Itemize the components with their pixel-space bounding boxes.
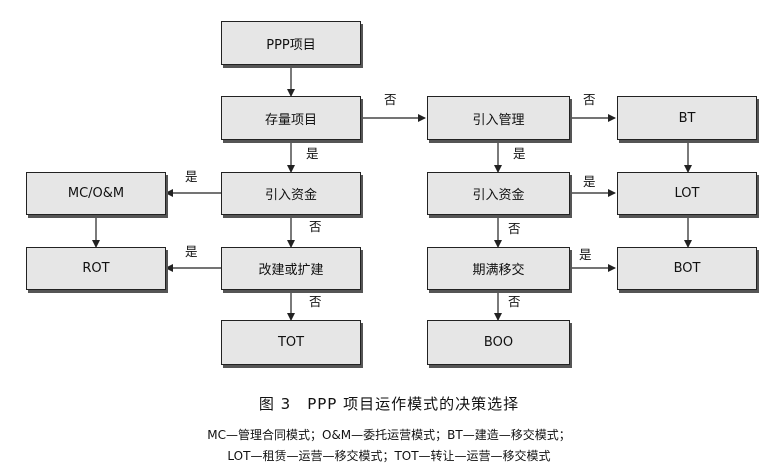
- label-mgmt-to-capital: 是: [513, 146, 526, 161]
- label-expiry-to-boo: 否: [508, 294, 521, 309]
- node-tot: TOT: [221, 320, 361, 365]
- node-mc-om: MC/O&M: [26, 172, 166, 215]
- label-capital-right-to-expiry: 否: [508, 221, 521, 236]
- figure-note-line-1: MC—管理合同模式；O&M—委托运营模式；BT—建造—移交模式；: [207, 428, 571, 442]
- node-expiry-transfer: 期满移交: [427, 247, 570, 290]
- node-boo: BOO: [427, 320, 570, 365]
- label-existing-to-capital: 是: [306, 146, 319, 161]
- node-introduce-capital-left: 引入资金: [221, 172, 361, 215]
- label-existing-to-mgmt: 否: [384, 92, 397, 107]
- label-capital-left-to-renovate: 否: [309, 219, 322, 234]
- label-capital-to-mc: 是: [185, 169, 198, 184]
- label-capital-right-to-lot: 是: [583, 174, 596, 189]
- node-ppp-project: PPP项目: [221, 21, 361, 65]
- figure-title: 图 3 PPP 项目运作模式的决策选择: [258, 395, 520, 413]
- label-renovate-to-rot: 是: [185, 244, 198, 259]
- node-renovate-or-expand: 改建或扩建: [221, 247, 361, 290]
- figure-note-line-2: LOT—租赁—运营—移交模式；TOT—转让—运营—移交模式: [227, 449, 551, 463]
- node-introduce-capital-right: 引入资金: [427, 172, 570, 215]
- node-introduce-management: 引入管理: [427, 96, 570, 140]
- node-lot: LOT: [617, 172, 757, 215]
- label-mgmt-to-bt: 否: [583, 92, 596, 107]
- node-rot: ROT: [26, 247, 166, 290]
- node-bot: BOT: [617, 247, 757, 290]
- label-renovate-to-tot: 否: [309, 294, 322, 309]
- node-existing-project: 存量项目: [221, 96, 361, 140]
- node-bt: BT: [617, 96, 757, 140]
- label-expiry-to-bot: 是: [579, 247, 592, 262]
